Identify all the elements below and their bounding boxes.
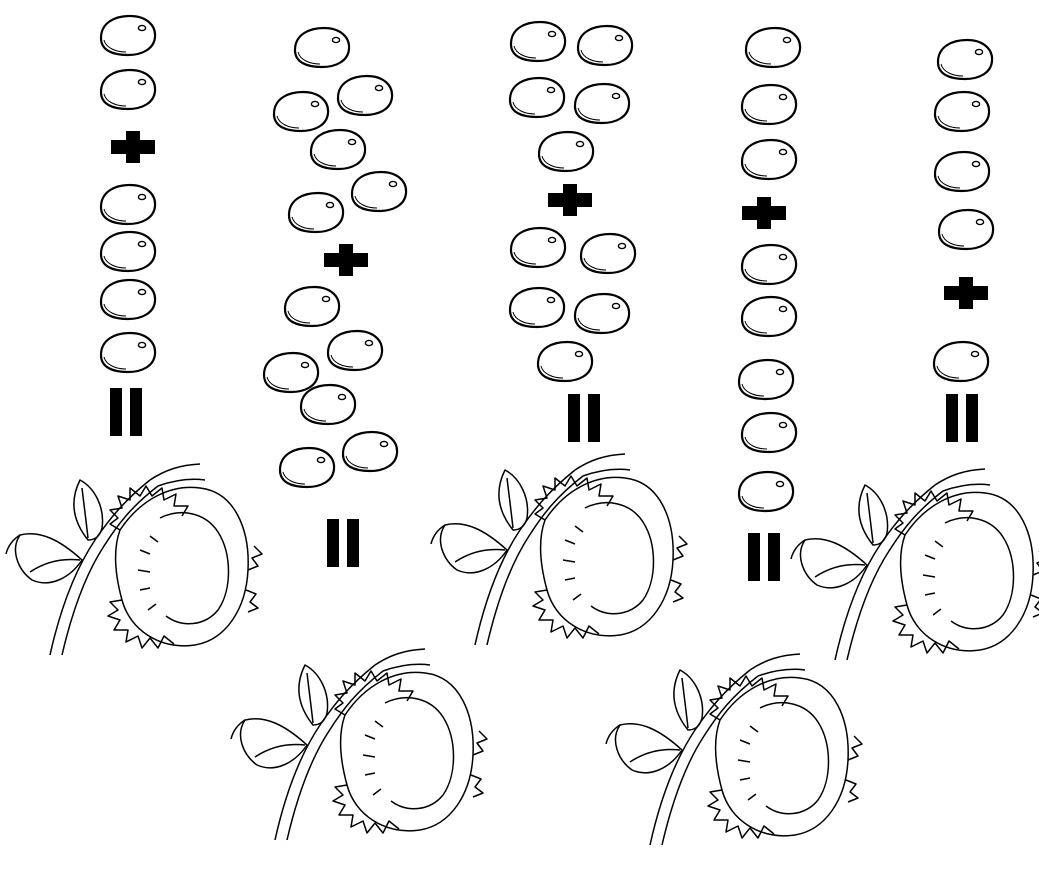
seed-icon (742, 85, 796, 124)
seed-icon (510, 78, 564, 117)
seed-icon (739, 360, 793, 399)
seed-icon (274, 92, 328, 131)
seed-icon (311, 130, 365, 169)
sunflower-head-icon (231, 649, 487, 840)
seed-icon (101, 70, 155, 109)
seed-icon (511, 22, 565, 61)
seed-icon (935, 152, 989, 191)
seed-icon (511, 228, 565, 267)
seed-icon (746, 28, 800, 67)
seed-icon (934, 342, 988, 381)
seed-icon (343, 432, 397, 471)
equals-sign-icon (946, 394, 978, 442)
seed-icon (539, 132, 593, 171)
seed-icon (575, 294, 629, 333)
seed-icon (328, 331, 382, 370)
seed-icon (739, 472, 793, 511)
seed-icon (742, 140, 796, 179)
seed-icon (101, 232, 155, 271)
seed-icon (101, 333, 155, 372)
equals-sign-icon (748, 533, 780, 581)
seed-icon (289, 193, 343, 232)
plus-sign-icon (324, 244, 368, 276)
seed-icon (742, 413, 796, 452)
equals-sign-icon (568, 394, 600, 442)
seed-icon (938, 40, 992, 79)
seed-icon (581, 234, 635, 273)
seed-icon (742, 245, 796, 284)
seed-icon (101, 16, 155, 55)
plus-sign-icon (548, 184, 592, 216)
seed-icon (301, 385, 355, 424)
plus-sign-icon (111, 131, 155, 163)
plus-sign-icon (944, 277, 988, 309)
sunflower-head-icon (606, 654, 862, 845)
equals-sign-icon (110, 388, 142, 436)
seed-icon (742, 297, 796, 336)
seed-icon (295, 28, 349, 67)
seed-icon (101, 185, 155, 224)
seed-icon (285, 287, 339, 326)
seed-icon (352, 172, 406, 211)
seed-icon (101, 280, 155, 319)
plus-sign-icon (742, 197, 786, 229)
sunflower-layer (6, 454, 1039, 845)
seed-icon (939, 210, 993, 249)
seed-icon (264, 353, 318, 392)
equals-sign-icon (327, 519, 359, 567)
seed-icon (578, 26, 632, 65)
seed-icon (280, 448, 334, 487)
seed-icon (338, 76, 392, 115)
sunflower-head-icon (431, 454, 687, 645)
sunflower-head-icon (791, 469, 1039, 660)
sunflower-head-icon (6, 464, 262, 655)
seed-icon (510, 288, 564, 327)
seed-icon (935, 92, 989, 131)
seed-icon (538, 342, 592, 381)
seed-icon (575, 84, 629, 123)
